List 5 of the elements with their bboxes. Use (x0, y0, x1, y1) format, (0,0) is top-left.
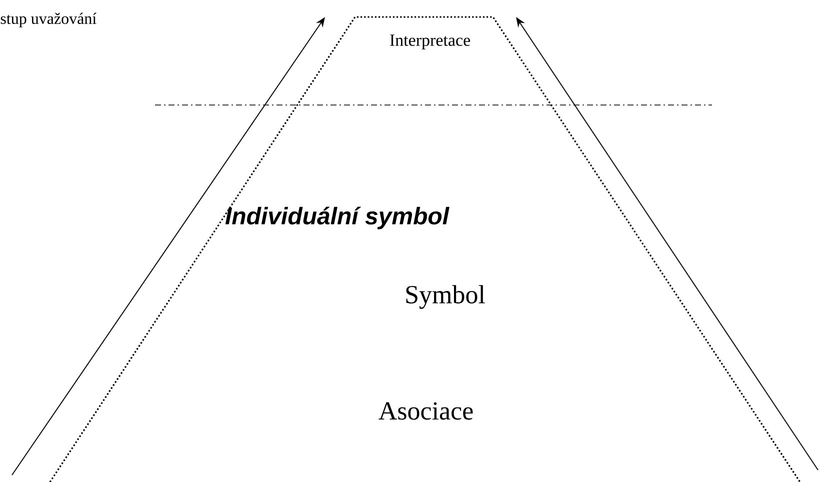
level-label: Symbol (406, 285, 485, 309)
interpretation-label: Interpretace (390, 34, 470, 50)
text-label: stup uvažování (0, 12, 96, 28)
heading: Individuální symbol (225, 206, 450, 230)
level-label: Asociace (378, 402, 473, 420)
